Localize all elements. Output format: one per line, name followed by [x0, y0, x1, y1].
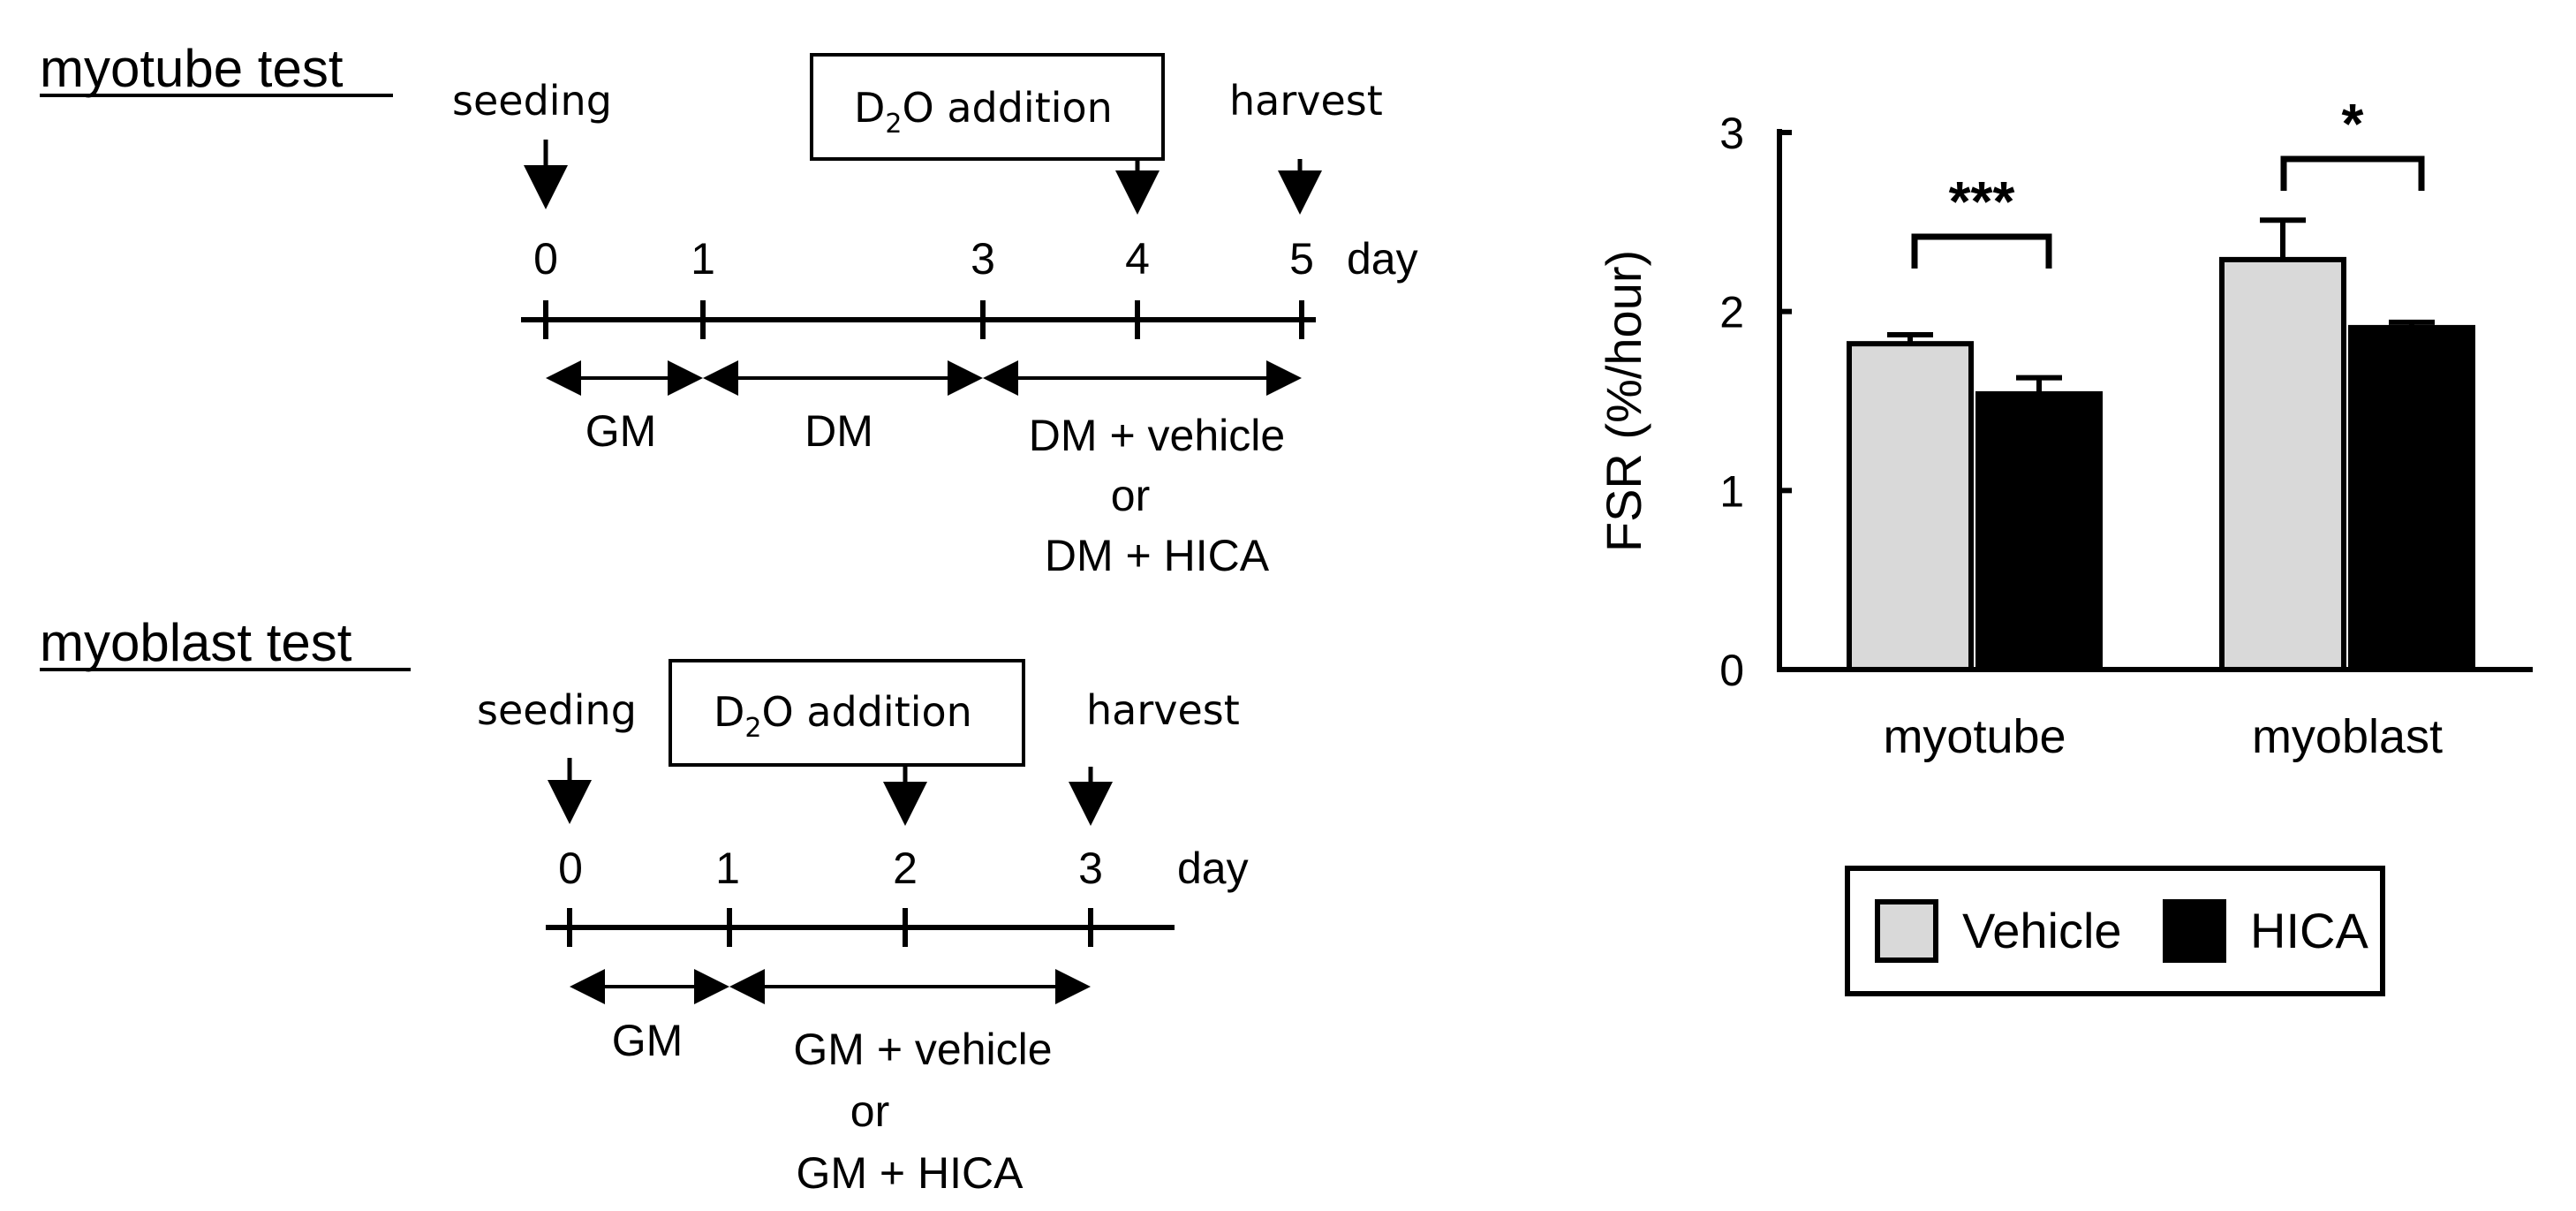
- legend-swatch-vehicle: [1875, 899, 1938, 963]
- myotube-day-3: 3: [971, 234, 995, 284]
- significance-bracket: [1911, 233, 2052, 269]
- myoblast-treatment-1: GM + vehicle: [793, 1025, 1052, 1074]
- myotube-day-0: 0: [533, 234, 558, 284]
- significance-bracket: [2280, 155, 2425, 191]
- significance-marks: ****: [1911, 92, 2425, 269]
- myotube-phase-dm: DM: [805, 406, 873, 456]
- myoblast-day-0: 0: [558, 844, 583, 893]
- myotube-seeding-label: seeding: [452, 77, 612, 125]
- myotube-day-1: 1: [691, 234, 715, 284]
- significance-stars: ***: [1949, 170, 2015, 233]
- x-tick-labels: myotube myoblast: [1883, 710, 2443, 763]
- myoblast-phase-gm: GM: [612, 1016, 684, 1065]
- chart-axes: [1777, 129, 2533, 672]
- myoblast-title: myoblast test: [40, 613, 352, 672]
- myotube-treatment-2: DM + HICA: [1045, 531, 1270, 580]
- myotube-day-4: 4: [1125, 234, 1150, 284]
- myotube-harvest-label: harvest: [1229, 77, 1383, 125]
- myotube-d2o-box: [810, 53, 1165, 161]
- y-tick-label: 2: [1719, 288, 1744, 337]
- bar-hica-myoblast: [2348, 324, 2475, 672]
- bar-vehicle-myotube: [1847, 341, 1974, 672]
- myotube-treatment-or: or: [1111, 471, 1150, 520]
- x-tick-label-myotube: myotube: [1883, 710, 2066, 763]
- y-tick-label: 0: [1719, 646, 1744, 695]
- myotube-treatment-1: DM + vehicle: [1029, 411, 1285, 460]
- bar-vehicle-myoblast: [2219, 256, 2346, 672]
- legend-label-vehicle: Vehicle: [1962, 903, 2122, 958]
- x-tick-label-myoblast: myoblast: [2252, 710, 2443, 763]
- y-tick-labels: 0 1 2 3: [1719, 109, 1744, 695]
- myoblast-day-2: 2: [893, 844, 918, 893]
- myoblast-timeline: myoblast test seeding D2O addition harve…: [40, 613, 1249, 1198]
- myotube-day-unit: day: [1347, 234, 1418, 284]
- y-tick-label: 1: [1719, 466, 1744, 516]
- myotube-phase-gm: GM: [585, 406, 657, 456]
- myoblast-d2o-box: [669, 659, 1025, 767]
- significance-stars: *: [2342, 92, 2364, 155]
- y-axis-label: FSR (%/hour): [1596, 250, 1651, 552]
- myoblast-treatment-2: GM + HICA: [797, 1148, 1024, 1198]
- myoblast-day-unit: day: [1177, 844, 1249, 893]
- myotube-timeline: myotube test seeding D2O addition harves…: [40, 39, 1418, 580]
- myoblast-harvest-label: harvest: [1086, 686, 1240, 734]
- bar-hica-myotube: [1975, 390, 2103, 672]
- myoblast-d2o-label: D2O addition: [714, 688, 972, 744]
- legend: Vehicle HICA: [1845, 866, 2385, 996]
- bars: [1847, 217, 2475, 672]
- y-tick-label: 3: [1719, 109, 1744, 158]
- myoblast-treatment-or: or: [850, 1086, 889, 1136]
- myotube-d2o-label: D2O addition: [854, 84, 1113, 140]
- myoblast-seeding-label: seeding: [477, 686, 637, 734]
- legend-label-hica: HICA: [2250, 903, 2368, 958]
- myoblast-day-3: 3: [1078, 844, 1103, 893]
- legend-swatch-hica: [2163, 899, 2226, 963]
- myotube-day-5: 5: [1289, 234, 1314, 284]
- myotube-title: myotube test: [40, 39, 344, 98]
- myoblast-day-1: 1: [715, 844, 740, 893]
